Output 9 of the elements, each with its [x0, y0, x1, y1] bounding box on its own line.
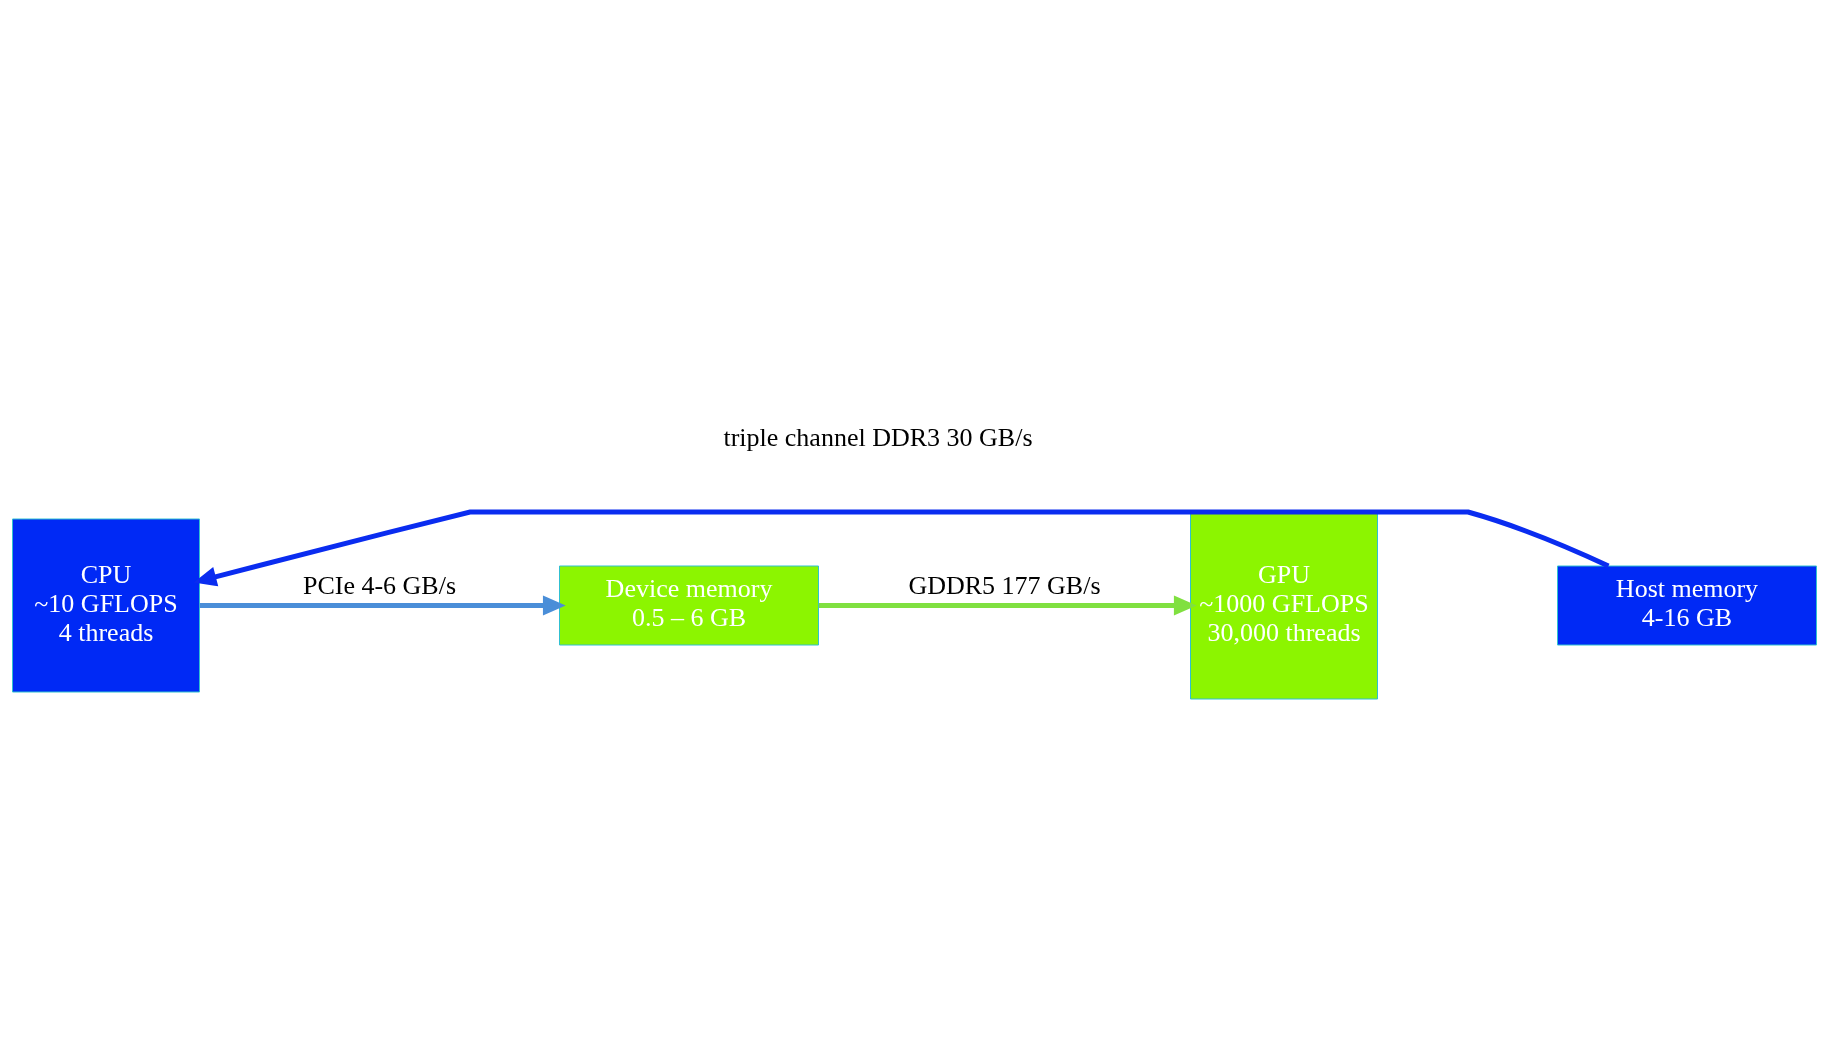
arrow — [818, 595, 1197, 616]
arrow — [199, 595, 566, 616]
edge-label: triple channel DDR3 30 GB/s — [723, 422, 1033, 452]
edge-label: PCIe 4-6 GB/s — [302, 571, 457, 601]
node-box: Device memory 0.5 – 6 GB — [559, 565, 819, 646]
edge-label: GDDR5 177 GB/s — [908, 571, 1101, 601]
node-box: CPU ~10 GFLOPS 4 threads — [12, 518, 200, 693]
arrow — [193, 509, 1610, 587]
node-box: Host memory 4-16 GB — [1557, 565, 1817, 646]
